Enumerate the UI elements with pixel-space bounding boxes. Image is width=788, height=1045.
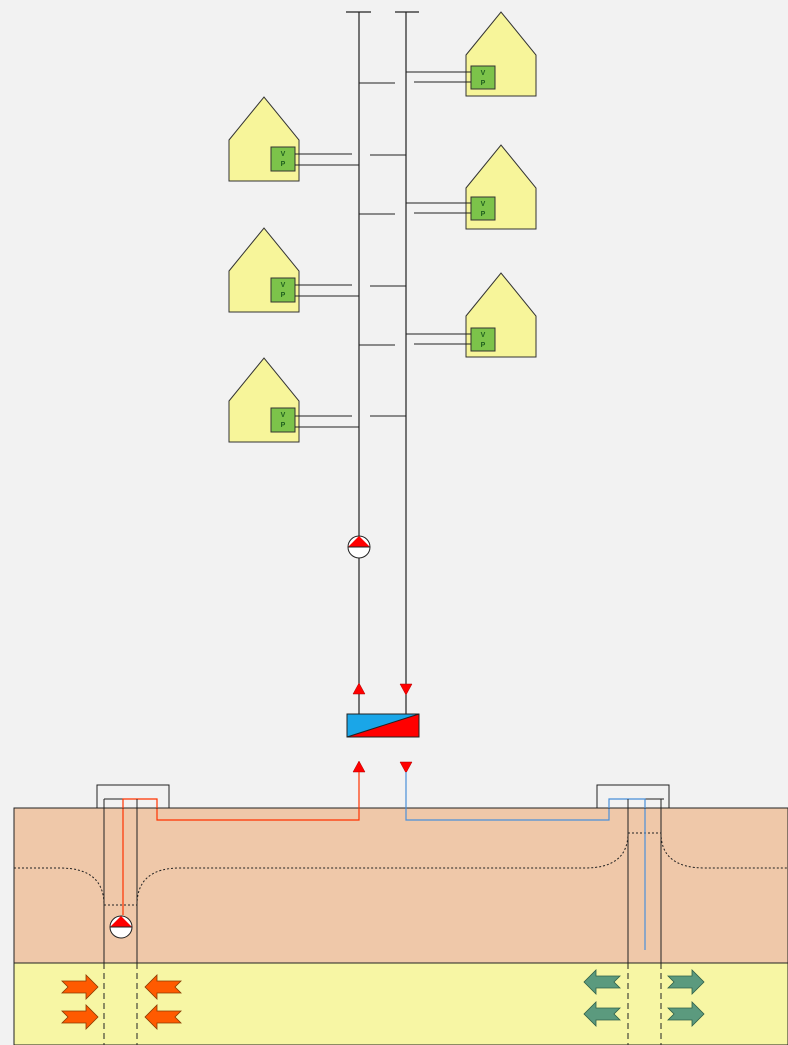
well-pump xyxy=(109,915,133,939)
house-left-3: V P xyxy=(228,357,359,443)
svg-text:P: P xyxy=(481,211,486,218)
heat-pump-box: V P xyxy=(270,277,296,303)
aquifer-boundary xyxy=(14,832,788,906)
flow-down-arrow-lower xyxy=(399,761,413,774)
heat-pump-box: V P xyxy=(270,146,296,172)
svg-text:V: V xyxy=(481,201,486,208)
inflow-arrow xyxy=(144,1004,182,1030)
heat-pump-box: V P xyxy=(470,65,496,90)
svg-text:V: V xyxy=(281,282,286,289)
inflow-arrow xyxy=(61,974,99,1000)
house-right-2: V P xyxy=(406,144,537,230)
cold-flow-arrows xyxy=(583,969,705,1027)
outflow-arrow xyxy=(667,1001,705,1027)
warm-pipe xyxy=(122,772,360,915)
heat-pump-box: V P xyxy=(470,196,496,221)
svg-text:V: V xyxy=(481,332,486,339)
branch-stubs xyxy=(359,82,406,417)
house-right-1: V P xyxy=(406,11,537,97)
cold-well-head xyxy=(596,784,670,809)
flow-up-arrow-lower xyxy=(352,760,366,773)
inflow-arrow xyxy=(144,974,182,1000)
svg-text:P: P xyxy=(281,292,286,299)
heat-exchanger xyxy=(346,713,420,738)
svg-text:V: V xyxy=(281,412,286,419)
house-left-2: V P xyxy=(228,227,359,313)
warm-well-head xyxy=(96,784,170,809)
heat-pump-box: V P xyxy=(270,407,296,433)
outflow-arrow xyxy=(583,1001,621,1027)
warm-well xyxy=(103,799,138,1045)
svg-text:P: P xyxy=(281,161,286,168)
flow-up-arrow xyxy=(352,682,366,695)
outflow-arrow xyxy=(583,969,621,995)
svg-text:P: P xyxy=(481,342,486,349)
warm-flow-arrows xyxy=(61,974,182,1030)
heat-pump-box: V P xyxy=(470,327,496,352)
heat-pump-label-p: P xyxy=(481,80,486,87)
circulation-pump xyxy=(347,535,371,559)
flow-down-arrow xyxy=(399,683,413,696)
svg-text:V: V xyxy=(281,151,286,158)
heat-pump-label-v: V xyxy=(481,70,486,77)
upper-soil-layer xyxy=(13,807,788,964)
cold-well xyxy=(627,799,662,1045)
house-right-3: V P xyxy=(406,272,537,358)
inflow-arrow xyxy=(61,1004,99,1030)
aquifer-layer xyxy=(13,962,788,1045)
outflow-arrow xyxy=(667,969,705,995)
house-left-1: V P xyxy=(228,96,359,182)
svg-text:P: P xyxy=(281,422,286,429)
cold-pipe xyxy=(405,772,646,950)
